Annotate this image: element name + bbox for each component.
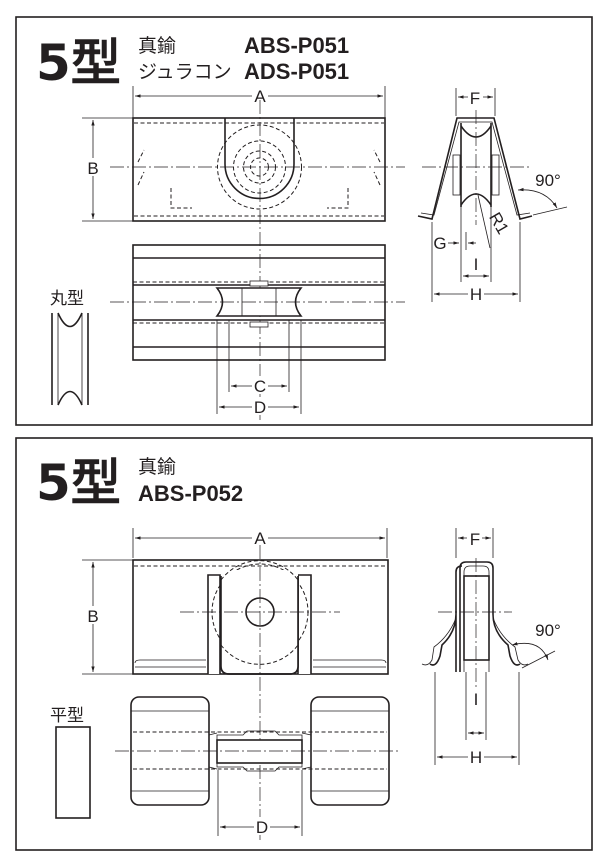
dim-label-d: D <box>256 818 268 837</box>
dim-label-f: F <box>470 530 480 549</box>
dim-label-i: I <box>474 255 479 274</box>
angle-label: 90° <box>535 171 561 190</box>
radius-label: R1 <box>485 209 512 237</box>
dim-label-h: H <box>470 748 482 767</box>
flat-wheel-profile <box>55 726 91 819</box>
dimension-c: C <box>228 320 290 396</box>
dimension-b: B <box>82 559 133 675</box>
dimension-b: B <box>82 117 133 222</box>
model-code: ABS-P051 <box>244 33 349 58</box>
dim-label-d: D <box>254 398 266 417</box>
panel-border <box>15 16 593 426</box>
dimension-d: D <box>217 770 303 837</box>
dim-label-g: G <box>433 234 446 253</box>
side-view: F 90° R1 G I H <box>417 88 568 304</box>
dim-label-i: I <box>474 690 479 709</box>
type-label: 5型 <box>36 454 121 512</box>
wheel-profile-label: 丸型 <box>50 289 84 309</box>
dimension-a: A <box>132 528 388 558</box>
material-brass: 真鍮 <box>138 35 176 57</box>
dim-label-b: B <box>87 159 98 178</box>
front-view <box>132 545 389 840</box>
dimension-a: A <box>132 86 386 118</box>
type-label: 5型 <box>36 34 121 92</box>
material-duracon: ジュラコン <box>138 61 232 83</box>
dim-label-h: H <box>470 285 482 304</box>
bottom-view <box>110 244 405 361</box>
angle-label: 90° <box>535 621 561 640</box>
wheel-profile-label: 平型 <box>50 706 84 726</box>
panel-abs-p051: 5型 真鍮 ジュラコン ABS-P051 ADS-P051 A <box>15 16 593 426</box>
dim-label-a: A <box>254 87 266 106</box>
dim-label-b: B <box>87 607 98 626</box>
dim-label-a: A <box>254 529 266 548</box>
panel-abs-p052: 5型 真鍮 ABS-P052 A <box>15 437 593 851</box>
front-view <box>110 100 405 420</box>
panel-border <box>15 437 593 851</box>
material-brass: 真鍮 <box>138 456 176 478</box>
model-code: ABS-P052 <box>138 481 243 506</box>
dim-label-c: C <box>254 377 266 396</box>
round-wheel-profile <box>51 312 89 406</box>
dim-label-f: F <box>470 89 480 108</box>
bottom-view <box>115 696 400 806</box>
dimension-d: D <box>216 320 302 417</box>
model-code: ADS-P051 <box>244 59 349 84</box>
side-view: F 90° I H <box>421 528 561 767</box>
